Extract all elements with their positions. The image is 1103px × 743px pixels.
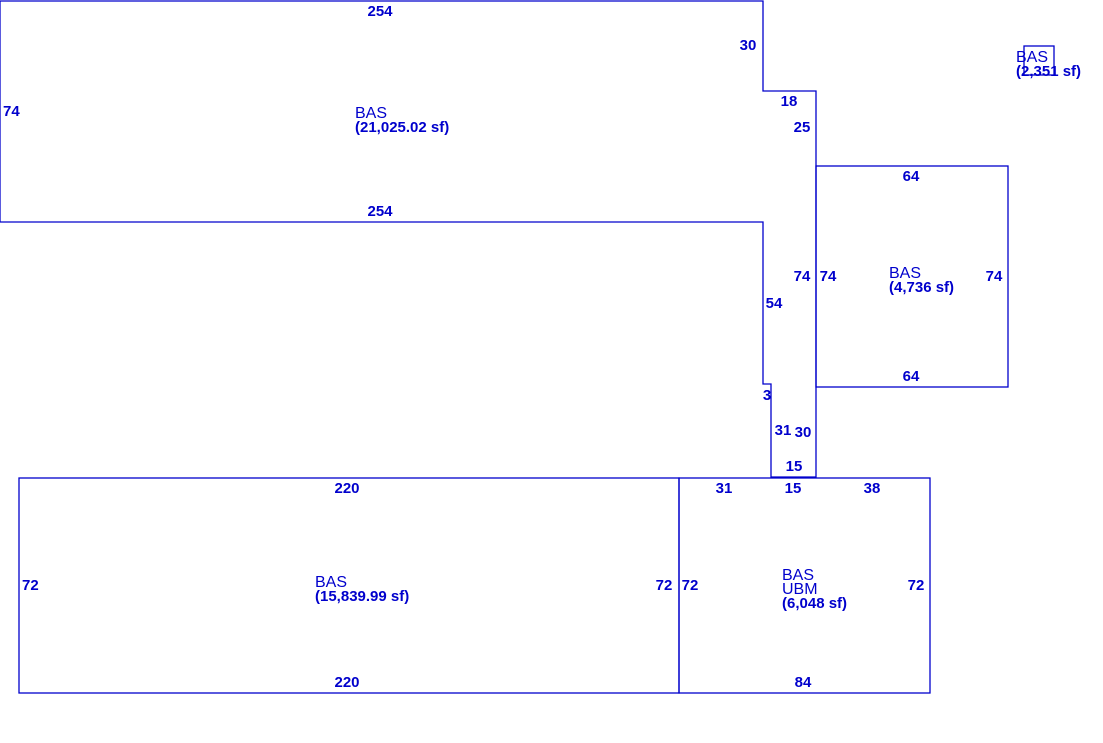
right-block-outline: [815, 165, 1009, 388]
top-block-area: (21,025.02 sf): [355, 119, 449, 136]
dim-corridor-lower-right: 30: [795, 424, 812, 441]
top-block-code: BAS: [355, 105, 387, 122]
dim-corridor-base: 15: [786, 458, 803, 475]
bottom-left-area: (15,839.99 sf): [315, 588, 409, 605]
dim-corridor-lower-left: 31: [775, 422, 792, 439]
dim-top-block-top: 254: [367, 3, 393, 20]
dim-bottom-right-top-right: 38: [864, 480, 881, 497]
dim-top-block-jog: 18: [781, 93, 798, 110]
small-block-code: BAS: [1016, 49, 1048, 66]
top-block-outline: [0, 0, 817, 478]
right-block-code: BAS: [889, 265, 921, 282]
dim-right-block-right: 74: [986, 268, 1003, 285]
dim-corridor-left: 54: [766, 295, 783, 312]
dim-bottom-left-bottom: 220: [334, 674, 359, 691]
small-block-area: (2,351 sf): [1016, 63, 1081, 80]
right-block-area: (4,736 sf): [889, 279, 954, 296]
dim-bottom-right-top-mid: 15: [785, 480, 802, 497]
bottom-right-code: BAS: [782, 567, 814, 584]
dim-bottom-right-top-left: 31: [716, 480, 733, 497]
dim-right-block-top: 64: [903, 168, 920, 185]
bottom-right-code-2: UBM: [782, 581, 818, 598]
dim-top-block-bottom: 254: [367, 203, 393, 220]
dim-top-block-left: 74: [3, 103, 20, 120]
dim-bottom-left-right: 72: [656, 577, 673, 594]
dim-top-block-step: 30: [740, 37, 757, 54]
dim-bottom-right-left: 72: [682, 577, 699, 594]
dim-corridor-notch: 3: [763, 387, 771, 404]
dim-bottom-right-bottom: 84: [795, 674, 812, 691]
dim-bottom-left-top: 220: [334, 480, 359, 497]
bottom-right-block-outline: [678, 477, 931, 694]
dim-right-block-bottom: 64: [903, 368, 920, 385]
dim-top-block-right: 25: [794, 119, 811, 136]
dim-bottom-right-right: 72: [908, 577, 925, 594]
dim-right-block-left: 74: [820, 268, 837, 285]
bottom-left-code: BAS: [315, 574, 347, 591]
dim-corridor-right-upper: 74: [794, 268, 811, 285]
dim-bottom-left-left: 72: [22, 577, 39, 594]
small-block-outline: [1023, 45, 1055, 76]
bottom-right-area: (6,048 sf): [782, 595, 847, 612]
bottom-left-block-outline: [18, 477, 680, 694]
